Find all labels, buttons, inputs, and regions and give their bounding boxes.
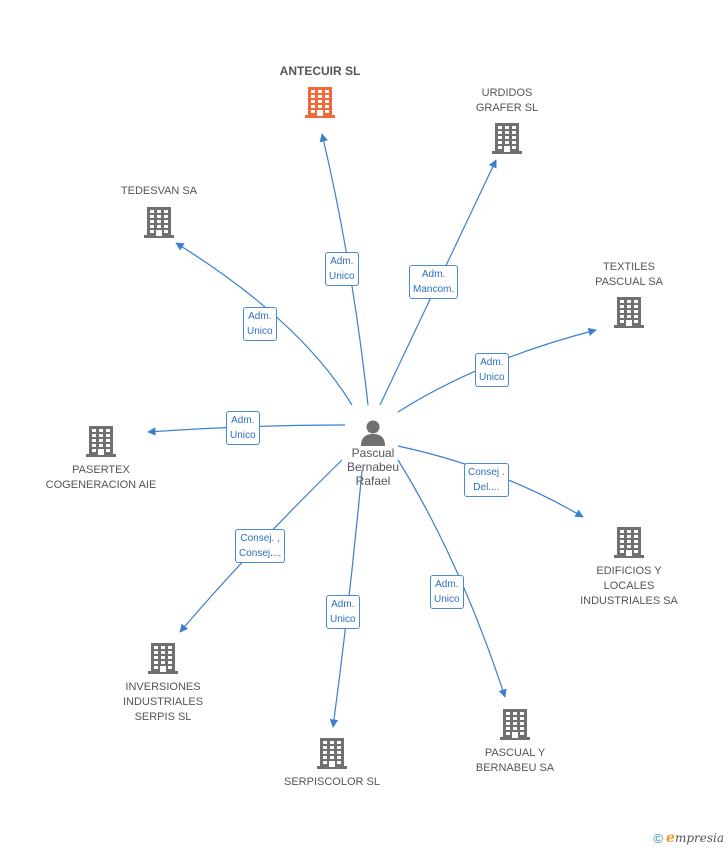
relation-label-antecuir[interactable]: Adm. Unico xyxy=(325,252,359,286)
company-node-tedesvan[interactable]: TEDESVAN SA xyxy=(89,184,229,239)
relation-label-pascualbernabeu[interactable]: Adm. Unico xyxy=(430,575,464,609)
company-node-antecuir[interactable]: ANTECUIR SL xyxy=(250,64,390,119)
building-icon xyxy=(89,205,229,239)
relation-label-tedesvan[interactable]: Adm. Unico xyxy=(243,307,277,341)
relation-label-serpiscolor[interactable]: Adm. Unico xyxy=(326,595,360,629)
footer-brand: © empresia xyxy=(653,830,724,846)
building-icon xyxy=(31,424,171,458)
building-icon xyxy=(437,121,577,155)
building-icon xyxy=(559,525,699,559)
company-name: EDIFICIOS Y LOCALES INDUSTRIALES SA xyxy=(580,565,678,607)
company-node-pascualbernabeu[interactable]: PASCUAL Y BERNABEU SA xyxy=(445,707,585,776)
company-name: PASCUAL Y BERNABEU SA xyxy=(475,747,555,774)
company-node-edificios[interactable]: EDIFICIOS Y LOCALES INDUSTRIALES SA xyxy=(559,525,699,609)
relation-label-edificios[interactable]: Consej . Del.... xyxy=(464,463,509,497)
brand-logo[interactable]: empresia xyxy=(666,830,724,846)
company-name: PASERTEX COGENERACION AIE xyxy=(45,464,157,491)
company-name: SERPISCOLOR SL xyxy=(284,776,380,788)
relation-label-urdidos[interactable]: Adm. Mancom. xyxy=(409,265,459,299)
person-name: Pascual Bernabeu Rafael xyxy=(346,446,400,488)
person-node-center[interactable]: Pascual Bernabeu Rafael xyxy=(328,418,418,488)
building-icon xyxy=(262,736,402,770)
company-name: TEDESVAN SA xyxy=(120,185,198,197)
company-name: TEXTILES PASCUAL SA xyxy=(595,261,663,288)
company-name: INVERSIONES INDUSTRIALES SERPIS SL xyxy=(122,681,204,723)
relation-label-inversiones[interactable]: Consej. , Consej.... xyxy=(235,529,286,563)
company-node-inversiones[interactable]: INVERSIONES INDUSTRIALES SERPIS SL xyxy=(93,641,233,725)
relation-label-textiles[interactable]: Adm. Unico xyxy=(475,353,509,387)
company-node-urdidos[interactable]: URDIDOS GRAFER SL xyxy=(437,86,577,155)
building-icon xyxy=(250,85,390,119)
company-node-pasertex[interactable]: PASERTEX COGENERACION AIE xyxy=(31,424,171,493)
company-name: ANTECUIR SL xyxy=(279,64,361,78)
building-icon xyxy=(93,641,233,675)
person-icon xyxy=(361,420,385,446)
company-node-textiles[interactable]: TEXTILES PASCUAL SA xyxy=(559,260,699,329)
edge-to-tedesvan xyxy=(175,242,353,406)
edge-to-pascualbernabeu xyxy=(397,459,507,698)
company-name: URDIDOS GRAFER SL xyxy=(475,87,539,114)
building-icon xyxy=(445,707,585,741)
relation-label-pasertex[interactable]: Adm. Unico xyxy=(226,411,260,445)
copyright-icon: © xyxy=(653,830,664,846)
company-node-serpiscolor[interactable]: SERPISCOLOR SL xyxy=(262,736,402,790)
building-icon xyxy=(559,295,699,329)
